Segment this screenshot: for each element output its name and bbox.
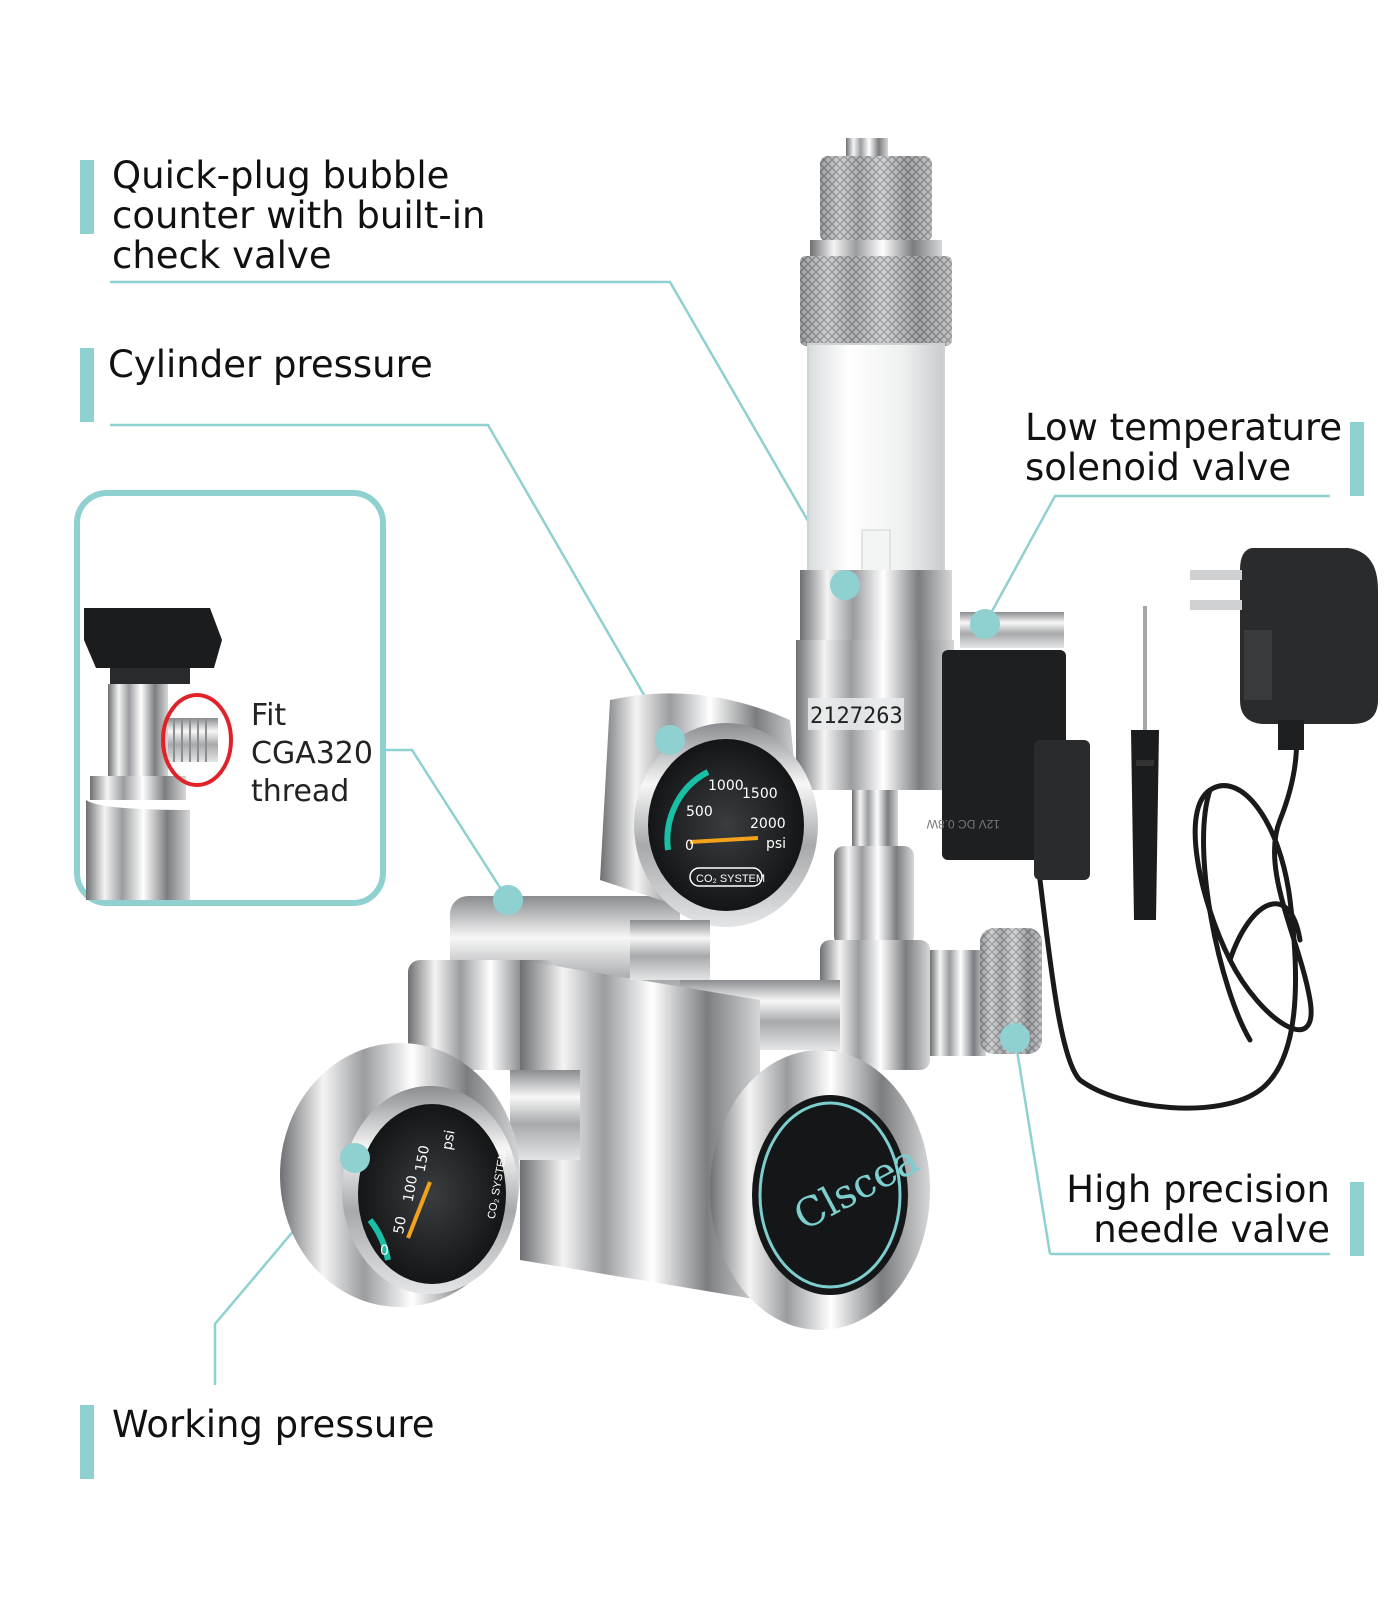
inset-caption: Fit CGA320 thread — [251, 697, 373, 811]
svg-text:50: 50 — [391, 1215, 410, 1235]
cylinder-gauge-ticks: 0 500 1000 1500 2000 psi — [685, 778, 786, 854]
svg-text:2000: 2000 — [750, 816, 786, 832]
callout-dots — [340, 570, 1030, 1173]
serial-number: 2127263 — [810, 704, 903, 729]
inset-caption-line-1: Fit — [251, 698, 287, 733]
svg-text:1500: 1500 — [742, 786, 778, 802]
svg-text:1000: 1000 — [708, 778, 744, 794]
label-working-pressure: Working pressure — [112, 1403, 435, 1446]
svg-text:psi: psi — [439, 1129, 458, 1152]
label-solenoid-valve: Low temperature solenoid valve — [1025, 406, 1343, 489]
cylinder-gauge-label: CO₂ SYSTEM — [696, 873, 765, 885]
label-needle-valve: High precision needle valve — [1066, 1168, 1330, 1251]
inset-caption-line-2: CGA320 — [251, 736, 373, 771]
accent-bar-cylinder — [80, 348, 94, 422]
inset-caption-line-3: thread — [251, 774, 350, 809]
label-bubble-counter: Quick-plug bubble counter with built-in … — [112, 154, 486, 277]
solenoid-marking: 12V DC 0.8W — [926, 817, 1000, 831]
accent-bar-needle — [1350, 1182, 1364, 1256]
accent-bar-solenoid — [1350, 422, 1364, 496]
svg-text:150: 150 — [413, 1144, 433, 1173]
accent-bar-bubble — [80, 160, 94, 234]
svg-text:0: 0 — [685, 838, 694, 854]
inset-cylinder-valve — [84, 608, 233, 900]
label-cylinder-pressure: Cylinder pressure — [108, 343, 433, 386]
svg-text:100: 100 — [401, 1174, 421, 1203]
svg-text:500: 500 — [686, 804, 713, 820]
working-gauge-ticks: 0 50 100 150 psi — [380, 1129, 459, 1259]
svg-text:psi: psi — [766, 836, 786, 852]
svg-text:0: 0 — [380, 1243, 389, 1259]
accent-bar-working — [80, 1405, 94, 1479]
